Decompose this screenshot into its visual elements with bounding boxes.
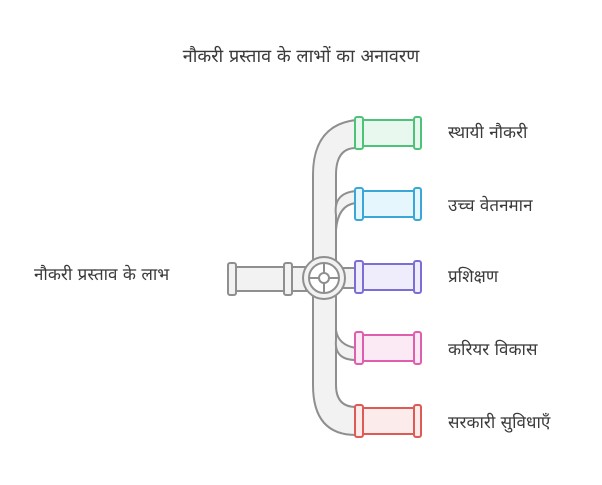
diagram-title: नौकरी प्रस्ताव के लाभों का अनावरण [182, 46, 420, 67]
stub-4 [334, 329, 357, 362]
branch-label-4: करियर विकास [448, 340, 538, 360]
stub-2 [334, 189, 357, 231]
valve-icon [302, 256, 346, 300]
branch-pipe-1 [354, 116, 422, 150]
branch-label-1: स्थायी नौकरी [448, 123, 528, 143]
source-label: नौकरी प्रस्ताव के लाभ [34, 265, 170, 285]
branch-label-3: प्रशिक्षण [448, 267, 499, 287]
source-pipe [227, 262, 307, 296]
branch-pipe-2 [354, 187, 422, 221]
branch-label-2: उच्च वेतनमान [448, 196, 533, 216]
branch-label-5: सरकारी सुविधाएँ [448, 413, 551, 433]
branch-pipe-4 [354, 331, 422, 365]
branch-pipe-3 [354, 260, 422, 294]
branch-pipe-5 [354, 404, 422, 438]
